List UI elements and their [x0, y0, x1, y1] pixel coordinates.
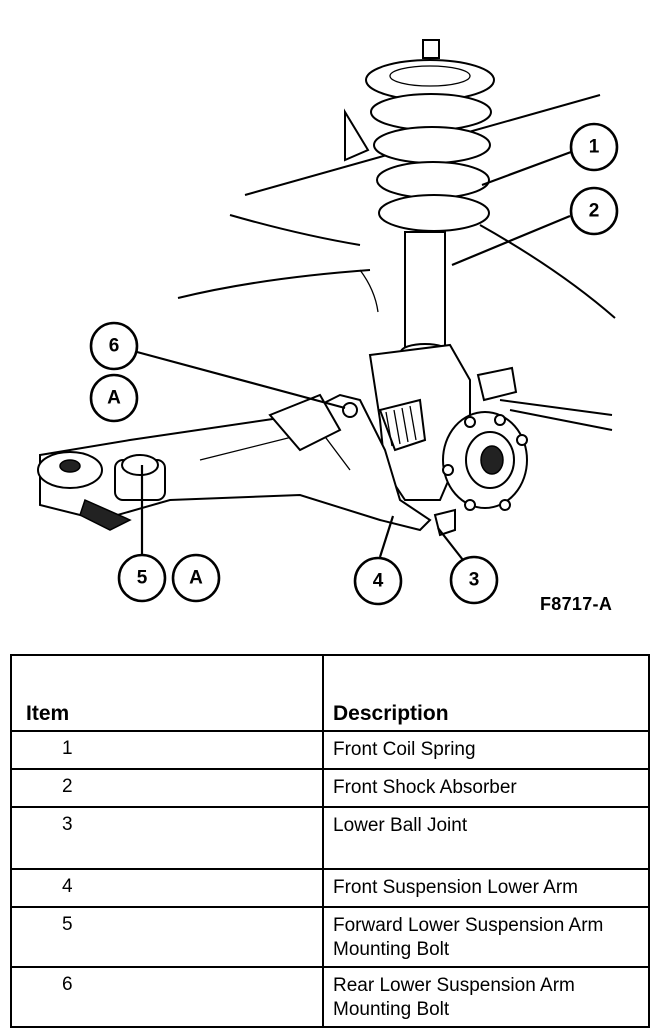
row-item: 4	[10, 868, 324, 908]
row-description: Rear Lower Suspension Arm Mounting Bolt	[322, 966, 650, 1028]
row-item: 6	[10, 966, 324, 1028]
ball-joint	[433, 508, 456, 537]
row-description: Forward Lower Suspension Arm Mounting Bo…	[322, 906, 650, 968]
row-item: 1	[10, 730, 324, 770]
svg-text:4: 4	[373, 571, 384, 592]
table-row: 1 Front Coil Spring	[10, 730, 650, 770]
callout-2: 2	[569, 186, 619, 236]
table-header-row: Item Description	[10, 654, 650, 732]
callout-6: 6	[89, 321, 139, 371]
legend-table: Item Description 1 Front Coil Spring 2 F…	[10, 654, 650, 1028]
header-description: Description	[322, 654, 650, 732]
callout-5: 5	[117, 553, 167, 603]
callout-a-lower: A	[171, 553, 221, 603]
knuckle-hub	[368, 343, 528, 511]
row-item: 3	[10, 806, 324, 870]
shock-absorber	[400, 231, 450, 361]
arm-bushing	[37, 451, 166, 501]
row-description: Front Shock Absorber	[322, 768, 650, 808]
callout-4: 4	[353, 556, 403, 606]
table-row: 2 Front Shock Absorber	[10, 768, 650, 808]
callout-1: 1	[569, 122, 619, 172]
suspension-diagram: 1 2 6 A 5 A 4 3	[37, 39, 619, 606]
callout-3: 3	[449, 555, 499, 605]
table-row: 4 Front Suspension Lower Arm	[10, 868, 650, 908]
row-item: 2	[10, 768, 324, 808]
svg-text:5: 5	[137, 568, 148, 589]
leader-lines	[136, 150, 572, 561]
figure-code: F8717-A	[540, 594, 613, 614]
row-description: Front Coil Spring	[322, 730, 650, 770]
coil-spring	[365, 39, 495, 232]
svg-text:6: 6	[109, 336, 120, 357]
row-description: Front Suspension Lower Arm	[322, 868, 650, 908]
svg-text:A: A	[107, 388, 121, 409]
row-description: Lower Ball Joint	[322, 806, 650, 870]
table-row: 3 Lower Ball Joint	[10, 806, 650, 870]
callout-a-upper: A	[89, 373, 139, 423]
table-row: 6 Rear Lower Suspension Arm Mounting Bol…	[10, 966, 650, 1028]
svg-text:A: A	[189, 568, 203, 589]
svg-text:2: 2	[589, 201, 600, 222]
table-row: 5 Forward Lower Suspension Arm Mounting …	[10, 906, 650, 968]
header-item: Item	[10, 654, 324, 732]
svg-text:1: 1	[589, 137, 600, 158]
svg-text:3: 3	[469, 570, 480, 591]
row-item: 5	[10, 906, 324, 968]
